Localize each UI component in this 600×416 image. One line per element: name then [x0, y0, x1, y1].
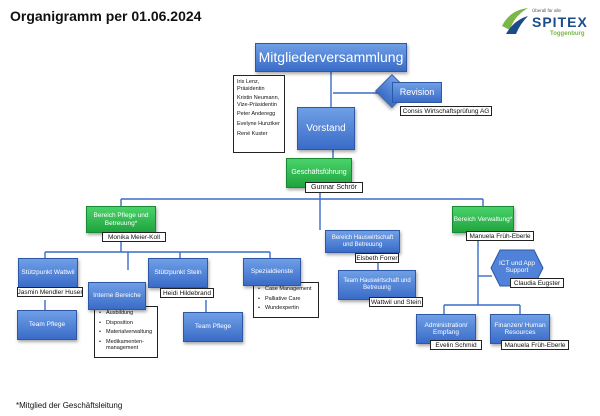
team-hw-name: Wattwil und Stein	[369, 297, 423, 307]
logo-swoosh-icon	[502, 8, 528, 34]
logo-tagline: Überall für alle	[532, 8, 562, 13]
node-mitgliederversammlung: Mitgliederversammlung	[255, 43, 407, 72]
node-administration: Administration/ Empfang	[416, 314, 476, 344]
interne-item: Ausbildung	[99, 310, 154, 317]
ict-name: Claudia Eugster	[510, 278, 564, 288]
node-team-hauswirtschaft: Team Hauswirtschaft und Betreuung	[338, 270, 416, 300]
vorstand-member: René Kuster	[237, 130, 268, 137]
node-bereich-hauswirtschaft: Bereich Hauswirtschaft und Betreuung	[325, 230, 400, 253]
logo-region: Toggenburg	[550, 31, 585, 37]
node-team-pflege-stein: Team Pflege	[183, 312, 243, 342]
page-title: Organigramm per 01.06.2024	[10, 8, 202, 24]
interne-item: Disposition	[99, 320, 154, 327]
node-team-pflege-wattwil: Team Pflege	[17, 310, 77, 340]
vorstand-members: Iris Lenz, Präsidentin Kristin Neumann, …	[233, 75, 285, 153]
node-interne-bereiche: Interne Bereiche	[88, 282, 146, 310]
vorstand-member: Evelyne Hunziker	[237, 120, 280, 127]
vorstand-member: Iris Lenz, Präsidentin	[237, 79, 265, 92]
spitex-logo: Überall für alle SPITEX Toggenburg	[500, 6, 590, 40]
node-spezialdienste: Spezialdienste	[243, 258, 301, 286]
node-ict: ICT und App Support	[498, 259, 536, 274]
spezial-items: Case Management Palliative Care Wundexpe…	[253, 282, 319, 318]
hw-name: Elsbeth Forrer	[355, 253, 399, 263]
interne-items: Ausbildung Disposition Materialverwaltun…	[94, 306, 158, 358]
gf-name: Gunnar Schrör	[305, 182, 363, 193]
vorstand-member: Kristin Neumann, Vize-Präsidentin	[237, 95, 280, 108]
spezial-item: Wundexpertin	[258, 305, 315, 312]
spezial-item: Palliative Care	[258, 296, 315, 303]
pflege-name: Monika Meier-Koll	[102, 232, 166, 242]
interne-item: Materialverwaltung	[99, 329, 154, 336]
node-bereich-pflege: Bereich Pflege und Betreuung*	[86, 206, 156, 233]
footnote: *Mitglied der Geschäftsleitung	[16, 401, 123, 410]
node-bereich-verwaltung: Bereich Verwaltung*	[452, 206, 514, 233]
node-stuetzpunkt-stein: Stützpunkt Stein	[148, 258, 208, 288]
sp-wattwil-name: Jasmin Mendler Huser	[17, 287, 83, 297]
revision-name: Consis Wirtschaftsprüfung AG	[400, 106, 492, 116]
interne-item: Medikamenten-management	[99, 339, 154, 352]
verw-name: Manuela Früh-Eberle	[466, 231, 534, 241]
vorstand-member: Peter Anderegg	[237, 111, 276, 118]
sp-stein-name: Heidi Hildebrand	[160, 288, 214, 298]
admin-name: Evelin Schmid	[430, 340, 482, 350]
fin-name: Manuela Früh-Eberle	[501, 340, 569, 350]
logo-brand: SPITEX	[532, 14, 588, 30]
node-stuetzpunkt-wattwil: Stützpunkt Wattwil	[18, 258, 78, 288]
spezial-item: Case Management	[258, 286, 315, 293]
node-vorstand: Vorstand	[297, 107, 355, 150]
node-revision: Revision	[392, 82, 442, 103]
